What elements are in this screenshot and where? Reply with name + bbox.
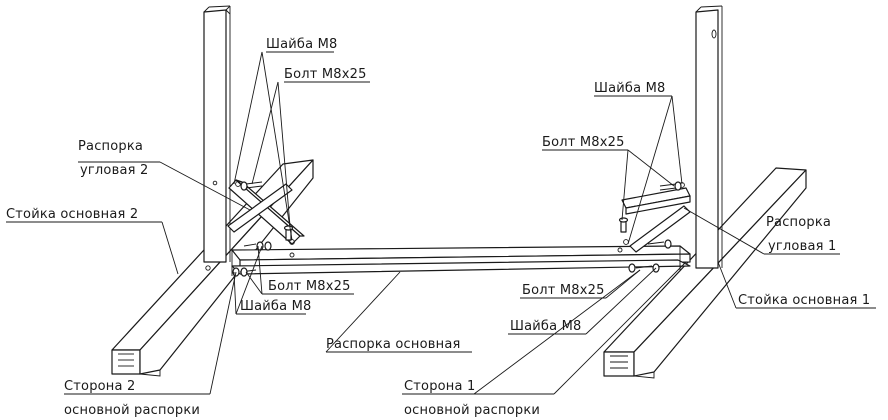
label-side-2-line1: Сторона 2 xyxy=(64,379,135,394)
right-main-post xyxy=(695,5,723,269)
label-bolt-bottom-left: Болт М8х25 xyxy=(268,279,351,294)
label-side-1-line2: основной распорки xyxy=(404,403,540,418)
label-bolt-top-left: Болт М8х25 xyxy=(284,67,367,82)
leader-lines xyxy=(159,51,765,395)
label-main-post-1: Стойка основная 1 xyxy=(738,293,870,308)
label-corner-brace-2-line1: Распорка xyxy=(78,139,143,154)
label-main-post-2: Стойка основная 2 xyxy=(6,207,138,222)
labels: Шайба М8 Болт М8х25 Распорка угловая 2 С… xyxy=(6,37,876,418)
corner-brace-2 xyxy=(227,179,305,245)
label-corner-brace-1-line1: Распорка xyxy=(766,215,831,230)
label-corner-brace-1-line2: угловая 1 xyxy=(768,239,836,254)
label-bolt-top-right: Болт М8х25 xyxy=(542,135,625,150)
label-side-1-line1: Сторона 1 xyxy=(404,379,475,394)
label-side-2-line2: основной распорки xyxy=(64,403,200,418)
corner-brace-1 xyxy=(621,182,691,253)
label-main-brace: Распорка основная xyxy=(326,337,461,352)
main-brace xyxy=(231,245,691,276)
label-washer-bottom-right: Шайба М8 xyxy=(510,319,582,334)
label-corner-brace-2-line2: угловая 2 xyxy=(80,163,148,178)
label-washer-top-right: Шайба М8 xyxy=(594,81,666,96)
label-washer-bottom-left: Шайба М8 xyxy=(240,299,312,314)
label-washer-top-left: Шайба М8 xyxy=(266,37,338,52)
left-main-post xyxy=(203,5,231,271)
label-bolt-bottom-right: Болт М8х25 xyxy=(522,283,605,298)
